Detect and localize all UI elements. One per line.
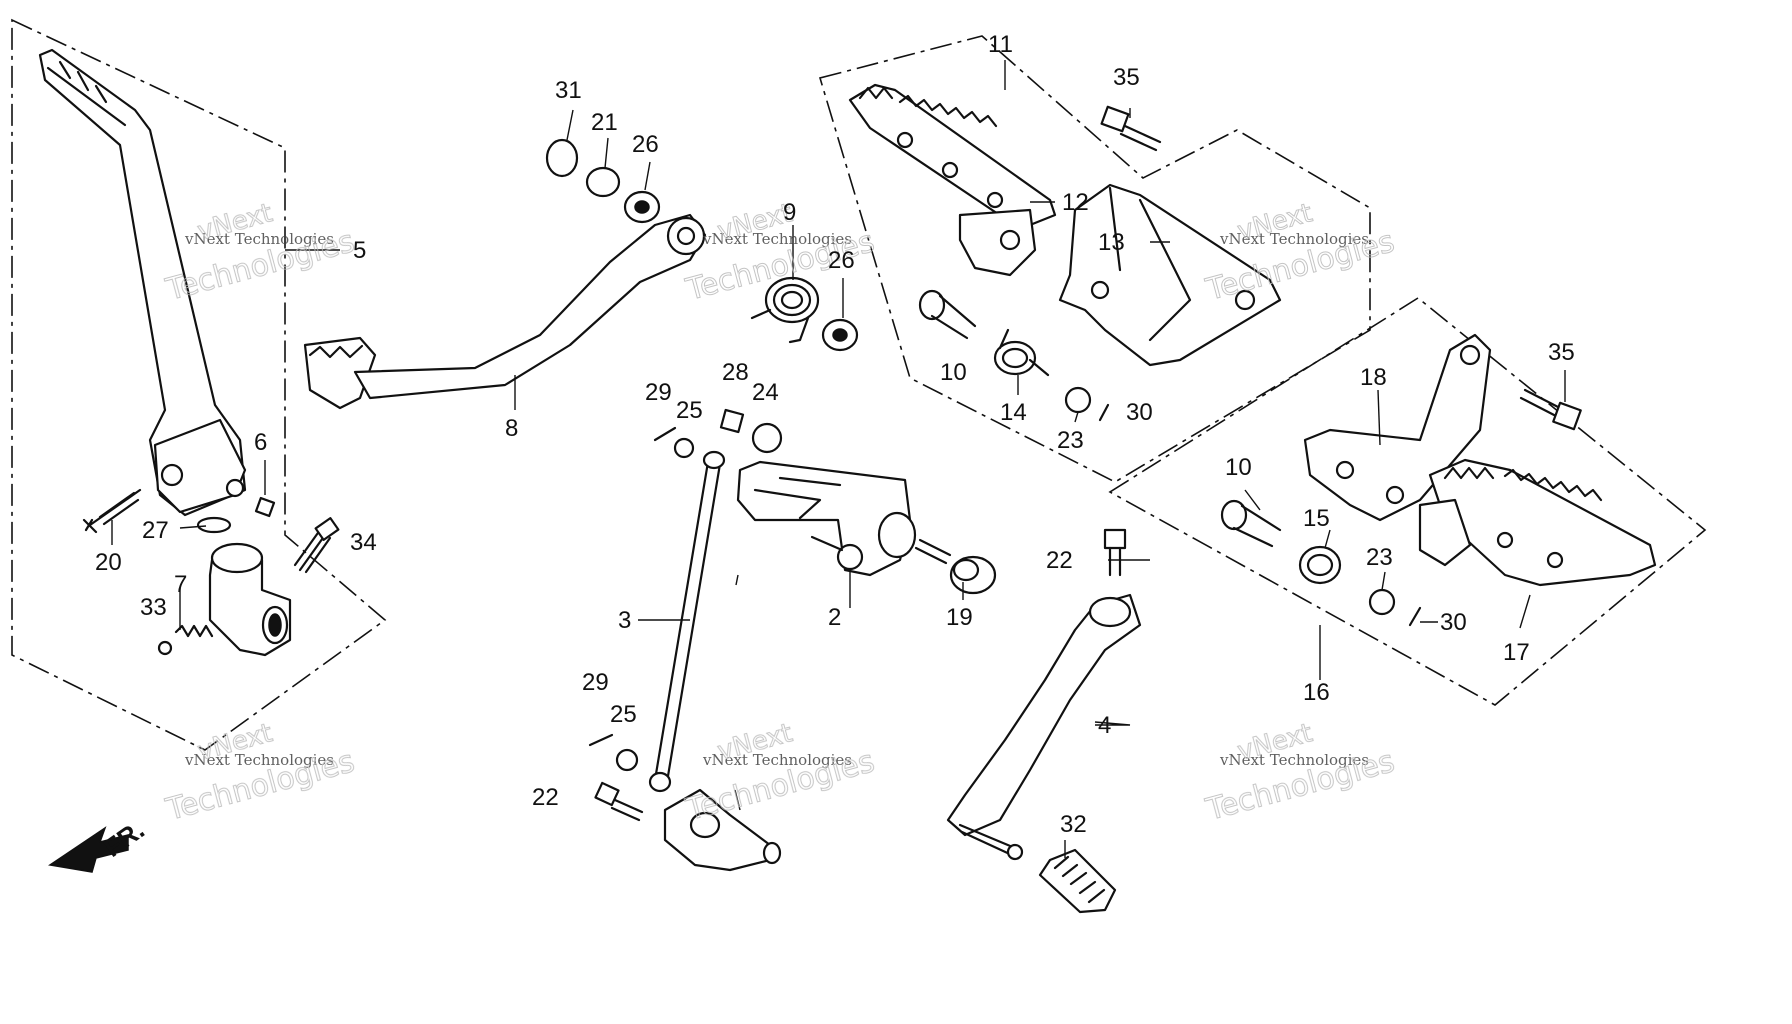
callout-22: 22 [1046,547,1073,574]
callout-27: 27 [142,517,169,544]
washer-25-lower [615,748,639,772]
watermark-small: vNext Technologies [702,751,852,769]
front-arrow: FR. [48,814,150,873]
ball-7 [157,640,173,656]
nut-28 [719,408,745,434]
washer-24 [751,422,783,454]
footpeg-bracket-13 [1058,183,1282,367]
bolt-22-lower [594,781,644,822]
kick-starter-boss [208,542,292,657]
callout-35: 35 [1113,64,1140,91]
spring-15 [1298,545,1342,585]
bolt-34 [293,517,340,574]
callout-33: 33 [140,594,167,621]
brake-rod-3 [648,450,726,793]
collar-27 [196,516,232,534]
callout-25: 25 [676,397,703,424]
bolt-35-left [1519,388,1582,431]
callout-10: 10 [1225,454,1252,481]
callout-9: 9 [783,199,796,226]
brake-pedal [303,213,707,410]
cotter-pin-29-upper [653,426,677,442]
spring-33 [174,624,214,638]
watermark-small: vNext Technologies [184,230,334,248]
boundary-footpeg-left [1108,297,1707,706]
callout-29: 29 [645,379,672,406]
watermark-small: vNext Technologies [1219,751,1369,769]
callout-23: 23 [1366,544,1393,571]
pin-10-right [918,289,977,340]
callout-13: 13 [1098,229,1125,256]
callout-26: 26 [828,247,855,274]
pivot-lever-2 [736,460,917,577]
watermark-small: vNext Technologies [702,230,852,248]
callout-21: 21 [591,109,618,136]
footpeg-12 [848,83,1057,277]
kick-starter-arm [38,48,247,517]
bolt-20 [82,488,142,534]
callout-8: 8 [505,415,518,442]
callout-34: 34 [350,529,377,556]
callout-25: 25 [610,701,637,728]
nut-6 [254,496,276,518]
leader-lines [111,60,1566,858]
callout-29: 29 [582,669,609,696]
bearing-26-lower [821,318,859,352]
callout-31: 31 [555,77,582,104]
rubber-32 [1038,848,1117,914]
callout-15: 15 [1303,505,1330,532]
clip-31 [545,138,579,178]
boundary-kick-starter [11,18,387,751]
callout-22: 22 [532,784,559,811]
boundary-footpeg-right [818,35,1371,483]
brake-rod-bracket [663,788,782,872]
callout-3: 3 [618,607,631,634]
callout-26: 26 [632,131,659,158]
footpeg-bracket-18 [1303,333,1492,522]
bearing-26-upper [623,190,661,224]
callout-6: 6 [254,429,267,456]
callout-17: 17 [1503,639,1530,666]
callout-32: 32 [1060,811,1087,838]
callout-23: 23 [1057,427,1084,454]
cotter-pin-29-lower [588,733,614,747]
watermark-small: vNext Technologies [1219,230,1369,248]
callout-24: 24 [752,379,779,406]
watermark-small: vNext Technologies [184,751,334,769]
callout-30: 30 [1126,399,1153,426]
washer-23-right [1064,386,1092,414]
callout-35: 35 [1548,339,1575,366]
callout-10: 10 [940,359,967,386]
callout-20: 20 [95,549,122,576]
callout-5: 5 [353,237,366,264]
bolt-22-upper [1103,528,1127,577]
spring-14 [993,328,1050,377]
pin-10-left [1220,499,1282,548]
callout-labels: 2 3 4 5 6 7 8 9 10 10 11 12 13 14 15 16 … [95,31,1575,838]
callout-14: 14 [1000,399,1027,426]
pedal-4 [946,593,1142,861]
washer-21 [585,166,621,198]
callout-30: 30 [1440,609,1467,636]
cotter-pin-30-right [1098,403,1110,422]
callout-11: 11 [988,31,1013,58]
callout-28: 28 [722,359,749,386]
callout-19: 19 [946,604,973,631]
callout-18: 18 [1360,364,1387,391]
bolt-19 [914,538,997,595]
washer-25-upper [673,437,695,459]
callout-16: 16 [1303,679,1330,706]
cotter-pin-30-left [1408,606,1422,627]
callout-2: 2 [828,604,841,631]
spring-9 [750,276,820,344]
washer-23-left [1368,588,1396,616]
callout-12: 12 [1062,189,1089,216]
callout-4: 4 [1098,712,1111,739]
callout-7: 7 [174,571,187,598]
bolt-35-right [1100,105,1162,152]
footpeg-17 [1418,458,1657,587]
